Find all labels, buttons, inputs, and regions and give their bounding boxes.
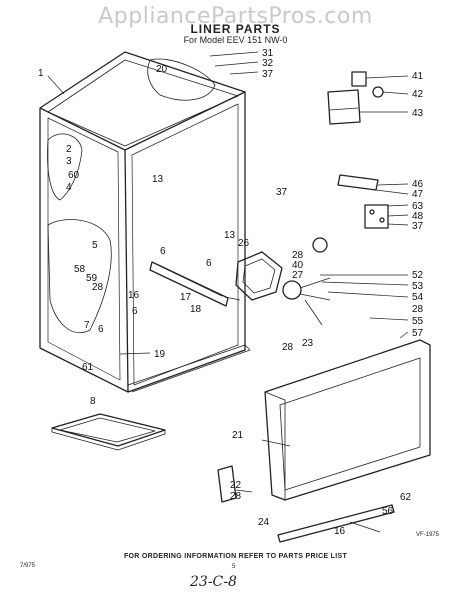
part-label-31: 31 <box>262 48 274 59</box>
part-label-17: 17 <box>180 292 192 303</box>
part-label-16-bottom: 16 <box>334 526 346 537</box>
part-label-6-mid: 6 <box>206 258 212 269</box>
part-label-47: 47 <box>412 189 424 200</box>
part-label-6-center: 6 <box>132 306 138 317</box>
page-title: LINER PARTS <box>190 22 281 36</box>
drain-rail-drawing <box>149 261 229 307</box>
part-label-32: 32 <box>262 58 274 69</box>
part-label-7: 7 <box>84 320 90 331</box>
part-label-57: 57 <box>412 328 424 339</box>
part-label-20: 20 <box>156 64 168 75</box>
part-label-59: 59 <box>86 273 98 284</box>
bottom-strip-drawing <box>277 504 395 543</box>
leader-lines <box>47 51 409 533</box>
bracket-parts-drawing <box>337 174 389 229</box>
part-label-52: 52 <box>412 270 424 281</box>
part-label-42: 42 <box>412 89 424 100</box>
part-label-41: 41 <box>412 71 424 82</box>
part-label-16: 16 <box>128 290 140 301</box>
drip-tray-drawing <box>51 413 166 451</box>
part-label-6-lower: 6 <box>98 324 104 335</box>
fan-assembly-drawing <box>235 237 331 326</box>
part-label-3: 3 <box>66 156 72 167</box>
part-label-5: 5 <box>92 240 98 251</box>
part-label-23: 23 <box>302 338 314 349</box>
part-label-40: 40 <box>292 260 304 271</box>
watermark-text: AppliancePartsPros.com <box>98 4 373 29</box>
part-label-55: 55 <box>412 316 424 327</box>
part-label-27: 27 <box>292 270 304 281</box>
front-panel-drawing <box>264 339 431 501</box>
part-label-2: 2 <box>66 144 72 155</box>
part-label-13-lower: 13 <box>224 230 236 241</box>
part-label-21: 21 <box>232 430 244 441</box>
part-label-63: 63 <box>412 201 424 212</box>
part-label-62: 62 <box>400 492 412 503</box>
part-label-28-left: 28 <box>92 282 104 293</box>
part-label-58: 58 <box>74 264 86 275</box>
part-label-1: 1 <box>38 68 44 79</box>
part-label-8: 8 <box>90 396 96 407</box>
part-label-37: 37 <box>262 69 274 80</box>
part-label-53: 53 <box>412 281 424 292</box>
part-number-labels: 1 31 32 37 20 41 42 43 2 3 60 4 13 37 46… <box>38 48 424 537</box>
part-label-56: 56 <box>382 506 394 517</box>
part-label-28-bottom: 28 <box>282 342 294 353</box>
part-label-22: 22 <box>230 480 242 491</box>
left-code: 7/975 <box>20 563 36 569</box>
part-label-6-upper: 6 <box>160 246 166 257</box>
part-label-37-mid: 37 <box>276 187 288 198</box>
part-label-48: 48 <box>412 211 424 222</box>
part-label-54: 54 <box>412 292 424 303</box>
part-label-43: 43 <box>412 108 424 119</box>
part-label-28-right: 28 <box>412 304 424 315</box>
part-label-24: 24 <box>258 517 270 528</box>
part-label-61: 61 <box>82 362 94 373</box>
part-label-37-right: 37 <box>412 221 424 232</box>
part-label-19: 19 <box>154 349 166 360</box>
part-label-28-fan: 28 <box>292 250 304 261</box>
part-label-26: 26 <box>238 238 250 249</box>
part-label-46: 46 <box>412 179 424 190</box>
handwritten-note: 23-C-8 <box>190 574 237 590</box>
part-label-4: 4 <box>66 182 72 193</box>
model-subtitle: For Model EEV 151 NW-0 <box>183 35 288 45</box>
top-right-parts-drawing <box>327 71 384 125</box>
corner-code: VF-1975 <box>416 532 440 538</box>
page-number: 5 <box>232 564 236 570</box>
clip-drawing <box>217 465 237 503</box>
part-label-18: 18 <box>190 304 202 315</box>
part-label-60: 60 <box>68 170 80 181</box>
liner-cabinet-drawing <box>39 51 251 393</box>
part-label-13: 13 <box>152 174 164 185</box>
part-label-28-clip: 28 <box>230 491 242 502</box>
ordering-footer-note: FOR ORDERING INFORMATION REFER TO PARTS … <box>123 553 348 560</box>
